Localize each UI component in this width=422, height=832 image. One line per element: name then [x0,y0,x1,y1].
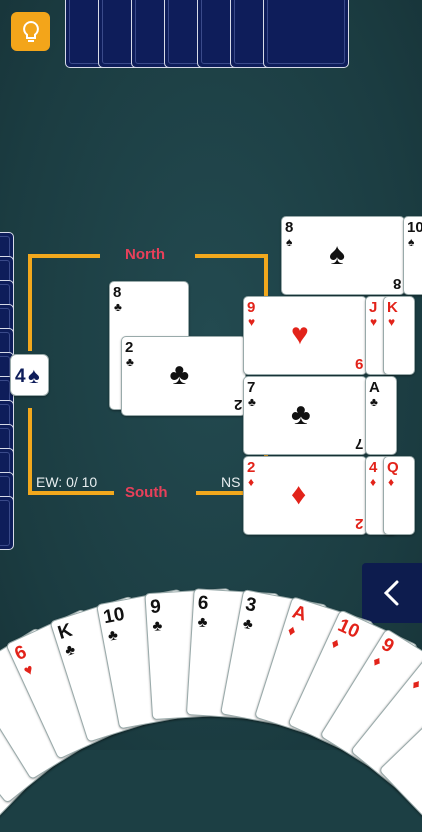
frame-right-upper [264,254,268,298]
card-rank: 2 [354,515,363,532]
card-rank: 9 [354,355,363,372]
card-rank: 7 [247,379,256,396]
dummy-card-spades[interactable]: 8♠♠8 [281,216,405,295]
card-rank: 7 [354,435,363,452]
diamond-icon: ♦ [328,634,343,654]
club-icon: ♣ [197,613,209,632]
hint-button[interactable] [11,12,50,51]
card-rank: 10 [407,219,422,236]
dummy-card-clubs[interactable]: A♣ [365,376,397,455]
frame-bottom-right [196,491,244,495]
club-icon: ♣ [126,355,134,369]
club-icon: ♣ [248,395,256,409]
diamond-icon: ♦ [388,475,395,489]
seat-south-label: South [125,484,168,501]
spade-icon: ♠ [28,363,40,388]
frame-left-upper [28,254,32,351]
card-rank: Q [387,459,399,476]
lightbulb-icon [22,20,39,42]
card-rank: 6 [197,592,210,615]
frame-top-left [28,254,100,258]
frame-left-lower [28,408,32,494]
spade-icon: ♠ [408,235,415,249]
dummy-card-hearts[interactable]: 9♥♥9 [243,296,367,375]
spade-icon: ♠ [329,237,345,271]
heart-icon: ♥ [21,660,37,681]
diamond-icon: ♦ [248,475,255,489]
score-ns: NS [221,474,241,490]
dummy-card-clubs[interactable]: 7♣♣7 [243,376,367,455]
frame-bottom-left [28,491,114,495]
club-icon: ♣ [151,617,163,635]
card-rank: 3 [243,593,258,617]
card-rank: 9 [247,299,256,316]
frame-top-right [195,254,268,258]
card-rank: 4 [369,459,378,476]
card-rank: 8 [113,284,122,301]
club-icon: ♣ [370,395,378,409]
trick-card-south: 2♣♣2 [121,336,246,416]
west-badge-rank: 4 [15,366,26,387]
diamond-icon: ♦ [407,675,422,694]
heart-icon: ♥ [291,317,309,351]
card-rank: J [369,299,378,316]
score-ew: EW: 0/ 10 [36,474,98,490]
heart-icon: ♥ [370,315,378,329]
card-rank: 2 [125,339,134,356]
card-rank: 9 [149,596,162,618]
card-rank: A [289,601,310,626]
diamond-icon: ♦ [285,621,298,641]
seat-north-label: North [125,246,165,263]
dummy-card-diamonds[interactable]: 2♦♦2 [243,456,367,535]
west-badge: 4 ♠ [10,354,49,396]
card-rank: 8 [392,275,401,292]
card-rank: A [369,379,380,396]
card-rank: 10 [101,603,127,629]
north-card-back [263,0,349,68]
club-icon: ♣ [169,358,190,391]
west-card-back [0,496,14,550]
chevron-left-icon [383,580,399,606]
diamond-icon: ♦ [291,477,307,511]
heart-icon: ♥ [388,315,396,329]
card-rank: K [387,299,398,316]
spade-icon: ♠ [286,235,293,249]
heart-icon: ♥ [248,315,256,329]
club-icon: ♣ [114,300,122,314]
dummy-card-hearts[interactable]: K♥ [383,296,415,375]
card-rank: 8 [285,219,294,236]
side-panel-button[interactable] [362,563,422,623]
dummy-card-spades[interactable]: 10♠ [403,216,422,295]
club-icon: ♣ [291,397,311,431]
club-icon: ♣ [241,614,255,634]
dummy-card-diamonds[interactable]: Q♦ [383,456,415,535]
club-icon: ♣ [106,626,120,645]
card-rank: 2 [247,459,256,476]
diamond-icon: ♦ [369,652,385,671]
card-rank: 2 [233,396,242,413]
club-icon: ♣ [62,640,78,660]
diamond-icon: ♦ [370,475,377,489]
